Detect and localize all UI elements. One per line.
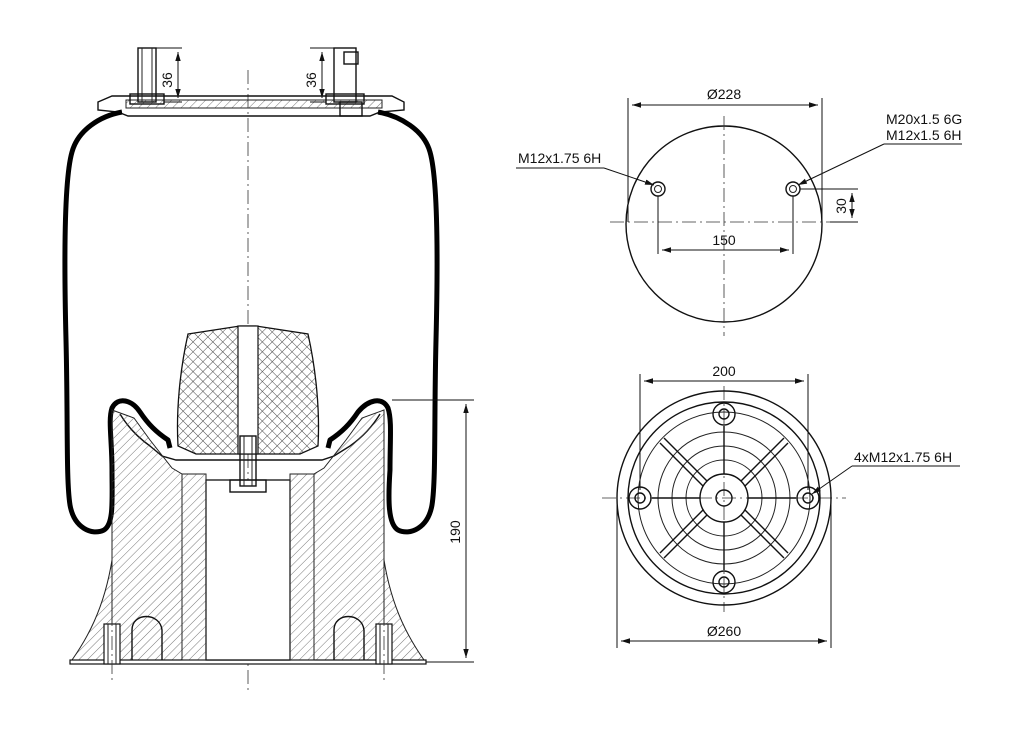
right-thread-inner-label: M12x1.5 6H — [886, 127, 961, 143]
left-stud-height-label: 36 — [159, 72, 175, 88]
left-base-bolt — [103, 612, 121, 680]
offset-label: 30 — [833, 198, 849, 214]
center-bolt — [229, 435, 267, 493]
base-diameter-label: Ø260 — [707, 623, 741, 639]
base-inner-rim — [637, 411, 811, 585]
tube-left-wall — [181, 473, 207, 661]
top-right-stud-hole — [785, 181, 801, 197]
right-thread-outer-label: M20x1.5 6G — [886, 111, 962, 127]
right-thread-leader — [797, 143, 885, 186]
piston-inner-tube — [205, 479, 291, 661]
right-stud — [325, 47, 365, 117]
overall-height-label: 190 — [447, 520, 463, 544]
top-view: Ø228 150 30 M12x1.75 6H M20x1.5 6G M12x1… — [516, 86, 962, 336]
left-thread-leader — [603, 167, 655, 186]
top-diameter-label: Ø228 — [707, 86, 741, 102]
bolt-boss-top — [712, 402, 736, 426]
right-arch — [333, 615, 365, 660]
rubber-bellows — [62, 109, 440, 535]
side-view: 36 36 — [62, 47, 474, 690]
base-center-hole — [715, 489, 733, 507]
holes-label: 4xM12x1.75 6H — [854, 449, 952, 465]
left-thread-label: M12x1.75 6H — [518, 150, 601, 166]
base-rim — [627, 401, 821, 595]
right-base-bolt — [375, 612, 393, 680]
piston-right-wall — [313, 409, 385, 661]
bottom-view: 200 Ø260 4xM12x1.75 6H — [602, 363, 960, 648]
holes-leader — [811, 465, 853, 495]
right-stud-height-label: 36 — [303, 72, 319, 88]
tube-right-wall — [289, 473, 315, 661]
top-plate-section — [125, 99, 383, 109]
stud-spacing-label: 150 — [712, 232, 736, 248]
bolt-boss-bottom — [712, 570, 736, 594]
bolt-circle-label: 200 — [712, 363, 736, 379]
top-left-stud-hole — [650, 181, 666, 197]
base-ribs — [652, 426, 796, 570]
left-arch — [131, 615, 163, 660]
left-stud — [129, 47, 165, 105]
bump-stop-core — [237, 325, 259, 455]
